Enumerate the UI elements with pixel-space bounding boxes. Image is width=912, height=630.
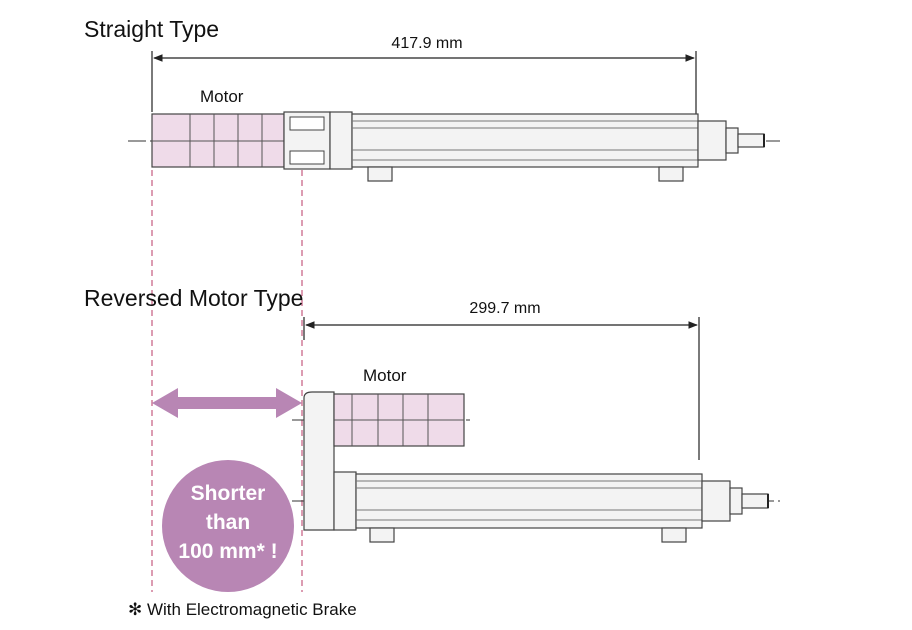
length-difference-arrow bbox=[152, 388, 302, 418]
straight-type-title: Straight Type bbox=[84, 16, 219, 42]
brake-footnote: ✻ With Electromagnetic Brake bbox=[128, 600, 357, 619]
callout-line-1: Shorter bbox=[191, 482, 266, 505]
reversed-dimension-line bbox=[303, 317, 700, 460]
reversed-actuator bbox=[292, 391, 780, 543]
callout-line-2: than bbox=[206, 511, 250, 534]
reversed-actuator-body bbox=[355, 473, 703, 529]
callout-line-3: 100 mm* ! bbox=[178, 540, 277, 563]
reversed-type-title: Reversed Motor Type bbox=[84, 285, 303, 311]
straight-actuator-body bbox=[351, 113, 699, 168]
straight-actuator bbox=[128, 111, 780, 182]
shorter-callout-circle bbox=[162, 460, 294, 592]
reversed-motor-label: Motor bbox=[363, 366, 407, 385]
straight-motor-label: Motor bbox=[200, 87, 244, 106]
reversed-dimension-label: 299.7 mm bbox=[469, 300, 540, 317]
straight-dimension-label: 417.9 mm bbox=[391, 35, 462, 52]
